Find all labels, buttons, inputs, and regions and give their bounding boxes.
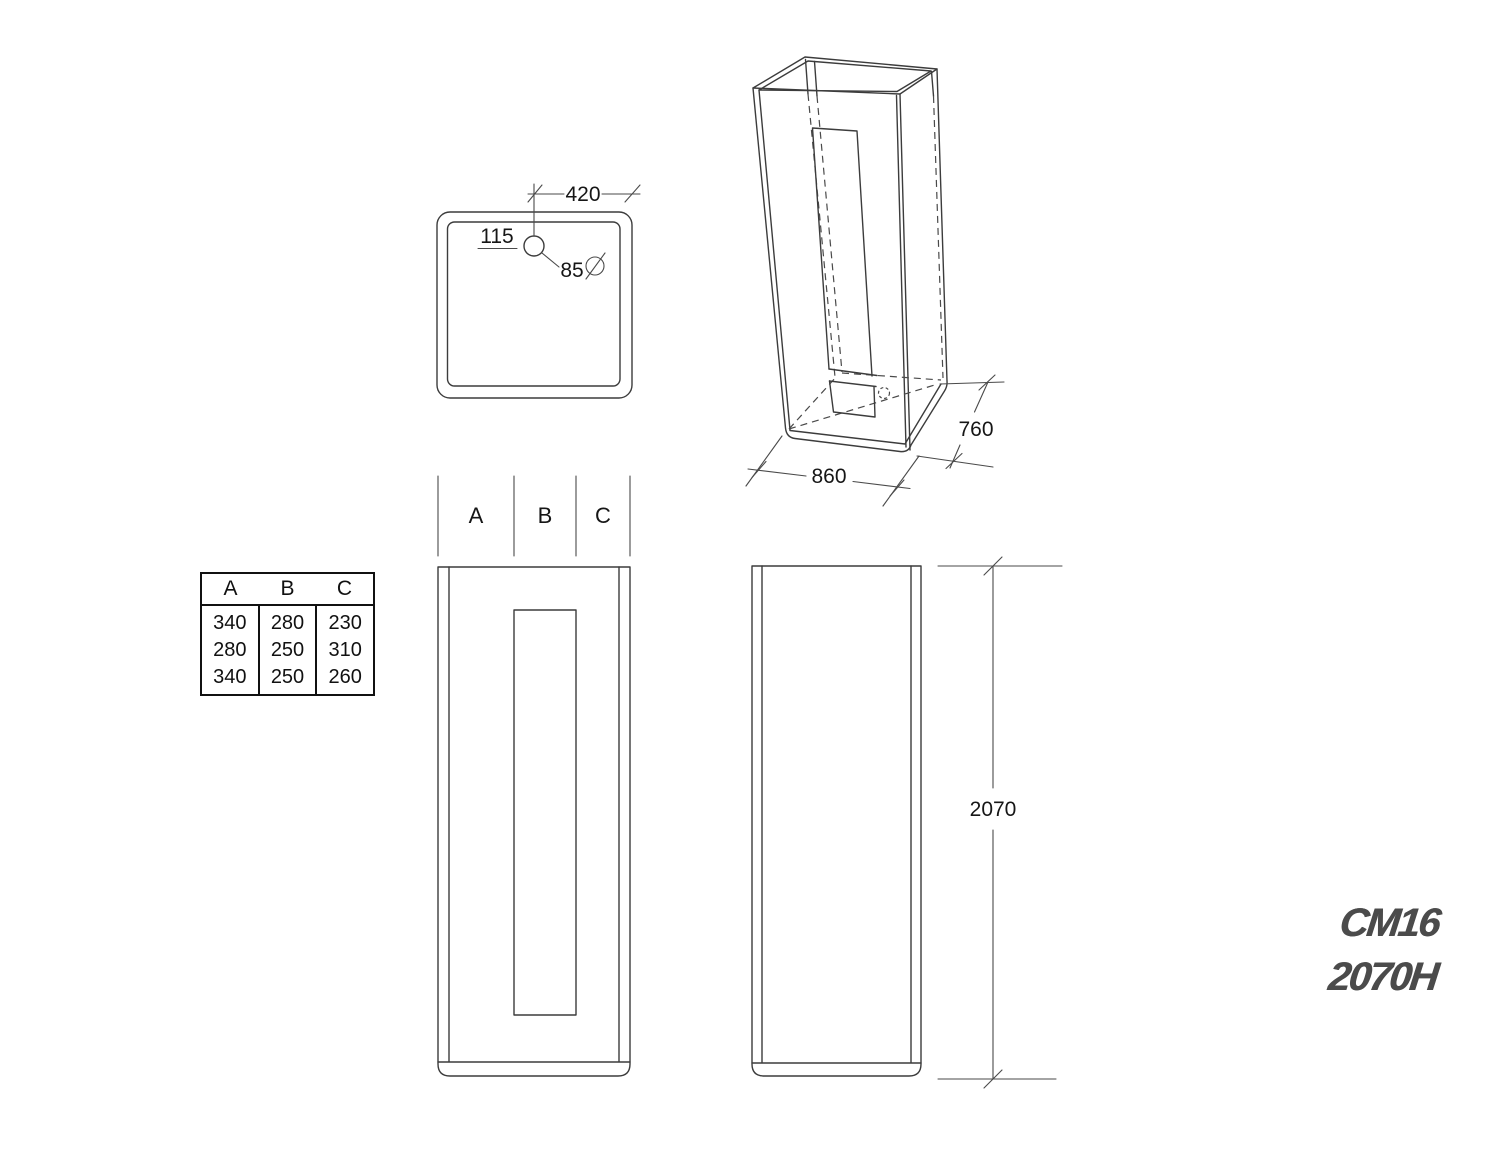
- size-table-column-b: 280 250 250: [257, 606, 316, 694]
- iso-left-inner-edge: [758, 89, 791, 431]
- top-view-inner-outline: [446, 221, 621, 387]
- iso-front-corner-inner-edge: [895, 94, 907, 448]
- table-cell: 340: [213, 666, 247, 689]
- size-table-body: 340 280 340 280 250 250 230 310 260: [202, 606, 373, 694]
- dimension-420: 420: [527, 183, 641, 236]
- hidden-bottom-back-edge: [841, 372, 942, 381]
- iso-front-slot: [811, 127, 878, 418]
- hidden-back-edge: [807, 93, 836, 378]
- logo-height-line: 2070H: [1326, 955, 1440, 999]
- dimension-line: [949, 381, 989, 469]
- extension-line: [916, 381, 1005, 468]
- top-view-outer-outline: [436, 211, 633, 399]
- side-view: 2070: [751, 556, 1063, 1089]
- top-view: 420 115 85: [436, 183, 641, 399]
- dimension-760: 760: [916, 374, 1005, 470]
- size-table: A B C 340 280 340 280 250 250 230 310 26…: [200, 572, 375, 696]
- leader-line: [541, 252, 560, 268]
- iso-outer-silhouette: [752, 68, 948, 453]
- header-cell-b: B: [280, 577, 295, 600]
- hidden-hole: [877, 386, 891, 400]
- table-cell: 230: [328, 611, 362, 634]
- tick-mark: [751, 460, 905, 497]
- table-cell: 340: [213, 611, 247, 634]
- header-cell-a: A: [223, 577, 238, 600]
- dim-label-2070: 2070: [970, 798, 1017, 821]
- table-cell: 280: [213, 638, 247, 661]
- hidden-right-inner-edge: [932, 95, 944, 379]
- logo-model-line: CM16: [1337, 901, 1442, 945]
- size-table-column-c: 230 310 260: [315, 606, 373, 694]
- model-logo: CM16 2070H: [1289, 896, 1482, 1004]
- front-slot: [513, 609, 577, 1016]
- section-label-c: C: [595, 503, 611, 528]
- dim-label-760: 760: [958, 418, 993, 441]
- section-extension-lines: [437, 475, 631, 557]
- tick-mark: [983, 556, 1003, 1089]
- side-wall-lines: [751, 565, 922, 1064]
- front-wall-lines: [437, 566, 631, 1063]
- dim-label-85: 85: [560, 259, 583, 282]
- hidden-back-edge-2: [816, 95, 843, 373]
- front-view: A B C: [437, 475, 631, 1077]
- side-outer-outline: [751, 565, 922, 1077]
- dimension-115: 115: [477, 225, 518, 250]
- dim-label-860: 860: [811, 465, 846, 488]
- dimension-860: 860: [745, 435, 920, 507]
- front-outer-outline: [437, 566, 631, 1077]
- dim-label-420: 420: [565, 183, 600, 206]
- iso-top-rim-inner: [758, 60, 932, 93]
- iso-view: 860 760: [745, 56, 1005, 507]
- table-cell: 310: [328, 638, 362, 661]
- dimension-line: [747, 468, 911, 490]
- diameter-symbol-icon: [585, 252, 606, 280]
- iso-top-rim-outer: [752, 56, 938, 95]
- size-table-column-a: 340 280 340: [202, 606, 258, 694]
- size-table-header: A B C: [202, 574, 373, 606]
- table-cell: 250: [270, 638, 305, 661]
- iso-bottom-inner-edge: [789, 383, 942, 445]
- tick-mark: [945, 374, 996, 470]
- dim-label-115: 115: [480, 225, 513, 248]
- tick-mark: [527, 184, 641, 203]
- section-label-a: A: [469, 503, 484, 528]
- section-label-b: B: [538, 503, 553, 528]
- dimension-85-diameter: 85: [541, 252, 606, 282]
- hidden-bottom-diagonal-edge: [788, 383, 939, 430]
- iso-front-corner-edge: [899, 93, 911, 451]
- dimension-2070: 2070: [937, 556, 1063, 1089]
- table-cell: 280: [270, 611, 305, 634]
- iso-interior-corner-visible: [804, 58, 935, 97]
- extension-line: [937, 565, 1063, 1080]
- mounting-hole: [523, 235, 545, 257]
- header-cell-c: C: [336, 577, 353, 600]
- table-cell: 260: [328, 666, 362, 689]
- table-cell: 250: [270, 666, 305, 689]
